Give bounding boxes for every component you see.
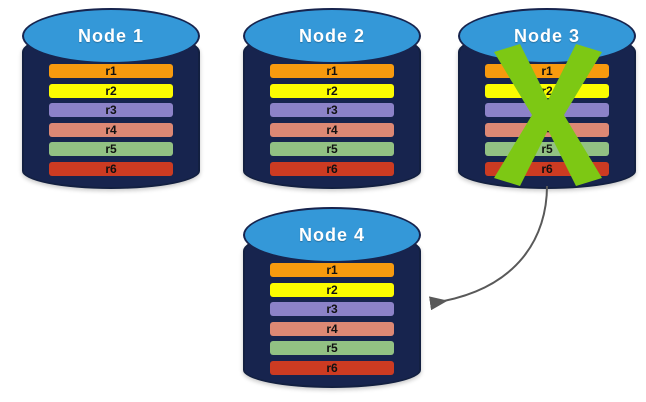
node-4-cylinder-top xyxy=(243,207,421,263)
node-4-row-r1[interactable]: r1 xyxy=(270,263,394,277)
node-1-row-r2[interactable]: r2 xyxy=(49,83,173,98)
node-1-row-r6[interactable]: r6 xyxy=(49,161,173,176)
node-4-row-r5[interactable]: r5 xyxy=(270,341,394,356)
node-1-rows: r1 r2 r3 r4 r5 r6 xyxy=(22,64,200,176)
node-2-row-r6[interactable]: r6 xyxy=(270,161,394,176)
node-4-row-r2[interactable]: r2 xyxy=(270,282,394,297)
node-4-row-r4[interactable]: r4 xyxy=(270,321,394,336)
node-1-cylinder-top xyxy=(22,8,200,64)
node-1[interactable]: r1 r2 r3 r4 r5 r6 Node 1 xyxy=(22,8,200,189)
node-4-row-r6[interactable]: r6 xyxy=(270,360,394,375)
node-3-rows: r1 r2 r3 r4 r5 r6 xyxy=(458,64,636,176)
node-3-row-r2[interactable]: r2 xyxy=(485,83,609,98)
node-4-rows: r1 r2 r3 r4 r5 r6 xyxy=(243,263,421,375)
node-3[interactable]: r1 r2 r3 r4 r5 r6 Node 3 xyxy=(458,8,636,189)
node-3-label: Node 3 xyxy=(513,25,580,46)
node-1-label: Node 1 xyxy=(77,25,144,46)
node-4-row-r3[interactable]: r3 xyxy=(270,302,394,317)
node-1-row-r1[interactable]: r1 xyxy=(49,64,173,78)
node-3-row-r6[interactable]: r6 xyxy=(485,161,609,176)
node-3-row-r5[interactable]: r5 xyxy=(485,142,609,157)
node-3-row-r1[interactable]: r1 xyxy=(485,64,609,78)
node-2-row-r4[interactable]: r4 xyxy=(270,122,394,137)
node-2-label: Node 2 xyxy=(298,25,365,46)
node-2-row-r2[interactable]: r2 xyxy=(270,83,394,98)
node-1-row-r4[interactable]: r4 xyxy=(49,122,173,137)
node-4-label: Node 4 xyxy=(298,224,365,245)
node-4[interactable]: r1 r2 r3 r4 r5 r6 Node 4 xyxy=(243,207,421,388)
node-2-row-r3[interactable]: r3 xyxy=(270,103,394,118)
node-2-rows: r1 r2 r3 r4 r5 r6 xyxy=(243,64,421,176)
node-2-row-r5[interactable]: r5 xyxy=(270,142,394,157)
node-3-row-r3[interactable]: r3 xyxy=(485,103,609,118)
node-2-row-r1[interactable]: r1 xyxy=(270,64,394,78)
node-1-row-r3[interactable]: r3 xyxy=(49,103,173,118)
node-3-row-r4[interactable]: r4 xyxy=(485,122,609,137)
node-2-cylinder-top xyxy=(243,8,421,64)
node-1-row-r5[interactable]: r5 xyxy=(49,142,173,157)
node-2[interactable]: r1 r2 r3 r4 r5 r6 Node 2 xyxy=(243,8,421,189)
